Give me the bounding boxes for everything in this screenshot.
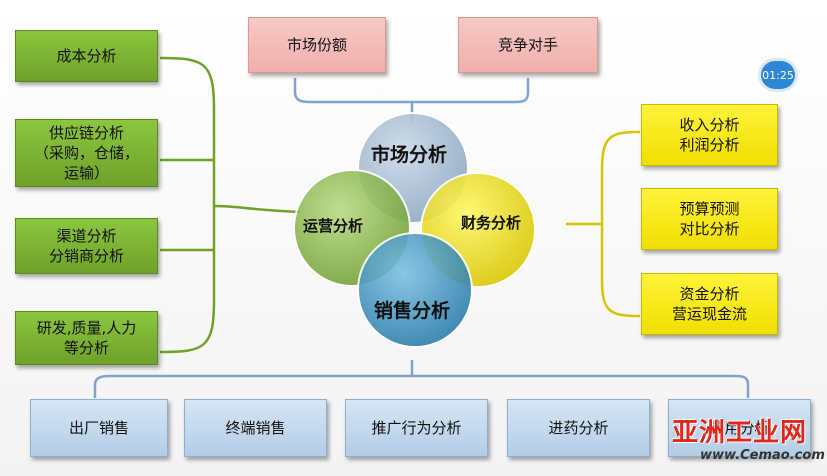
right-box-line: 对比分析 — [679, 220, 740, 238]
bottom-box-promotion: 推广行为分析 — [345, 399, 488, 457]
bottom-box-terminal-sales: 终端销售 — [184, 399, 327, 457]
circle-label-right: 财务分析 — [461, 214, 522, 232]
left-box-rd: 研发,质量,人力 等分析 — [15, 311, 158, 365]
left-box-line: 渠道分析 — [56, 227, 117, 245]
top-box-label: 竞争对手 — [497, 36, 558, 54]
right-box-budget: 预算预测 对比分析 — [641, 188, 778, 250]
top-box-competitors: 竞争对手 — [458, 17, 598, 73]
left-box-line: 供应链分析 — [48, 124, 124, 142]
top-box-market-share: 市场份额 — [248, 17, 386, 73]
top-box-label: 市场份额 — [286, 36, 347, 54]
watermark: 亚洲工业网 www.Cemao.com — [672, 412, 825, 472]
left-box-line: （采购，仓储， — [33, 144, 139, 162]
bottom-box-label: 费用分析 — [709, 419, 770, 437]
watermark-sub: www.Cemao.com — [700, 448, 825, 463]
bottom-box-label: 推广行为分析 — [371, 419, 462, 437]
left-box-line: 分销商分析 — [48, 247, 124, 265]
timer-badge[interactable]: 01:25 — [761, 61, 795, 89]
left-box-channel: 渠道分析 分销商分析 — [15, 218, 158, 274]
circle-label-top: 市场分析 — [371, 144, 448, 166]
right-box-capital: 资金分析 营运现金流 — [641, 273, 778, 335]
right-box-line: 利润分析 — [679, 136, 740, 154]
left-box-line: 成本分析 — [56, 47, 117, 65]
circle-bottom — [357, 232, 473, 348]
left-box-supply-chain: 供应链分析 （采购，仓储， 运输） — [15, 119, 158, 187]
left-box-line: 运输） — [63, 164, 109, 182]
bottom-box-label: 出厂销售 — [68, 419, 129, 437]
left-box-line: 等分析 — [63, 339, 109, 357]
bottom-box-factory-sales: 出厂销售 — [30, 399, 168, 457]
right-box-line: 营运现金流 — [671, 305, 747, 323]
right-box-line: 资金分析 — [679, 285, 740, 303]
watermark-main: 亚洲工业网 — [672, 418, 808, 448]
bottom-box-expenses: 费用分析 — [668, 399, 811, 457]
left-box-line: 研发,质量,人力 — [36, 319, 137, 337]
circle-label-left: 运营分析 — [303, 217, 364, 235]
bottom-box-drug-intake: 进药分析 — [507, 399, 650, 457]
right-box-line: 预算预测 — [679, 200, 740, 218]
right-box-income: 收入分析 利润分析 — [641, 104, 778, 166]
circle-label-bottom: 销售分析 — [374, 300, 451, 322]
left-box-cost: 成本分析 — [15, 30, 158, 82]
bottom-box-label: 进药分析 — [548, 419, 609, 437]
right-box-line: 收入分析 — [679, 116, 740, 134]
bottom-box-label: 终端销售 — [225, 419, 286, 437]
